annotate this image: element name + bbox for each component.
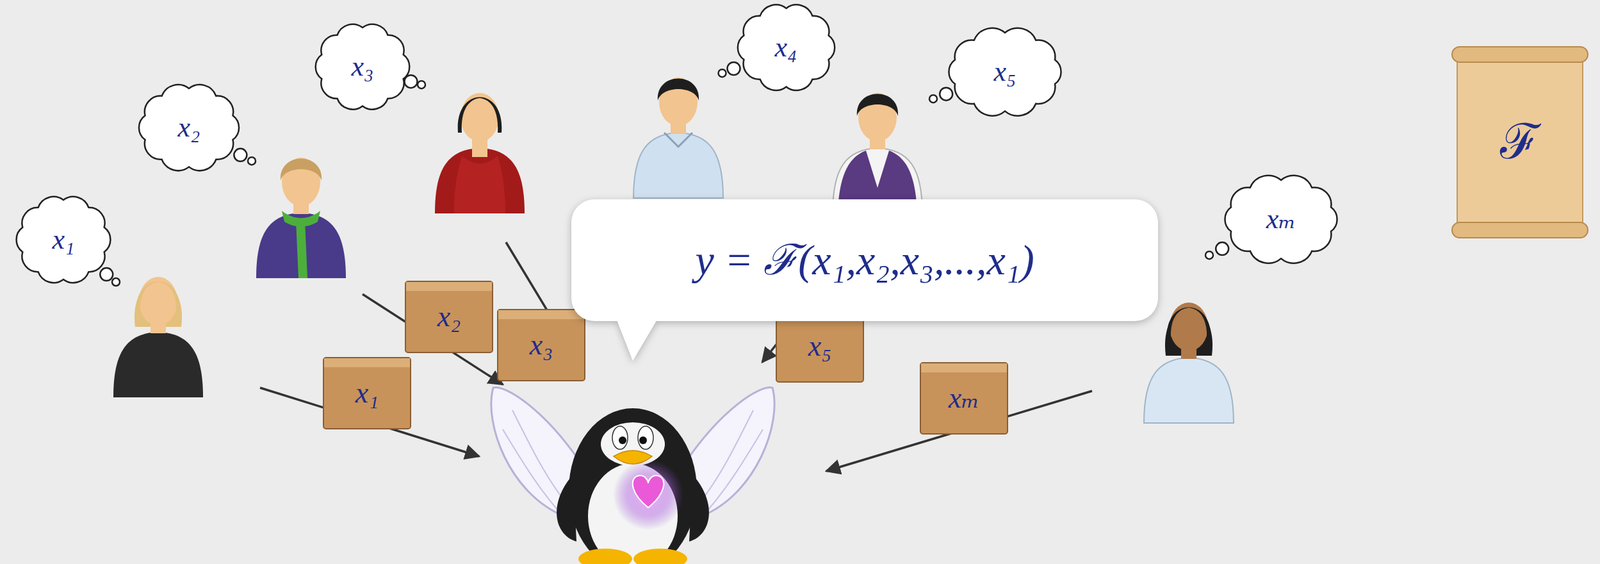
variable-label: xₘ: [1266, 203, 1297, 235]
cloud-outline: [737, 4, 834, 90]
input-package: x₃: [496, 308, 587, 382]
party-figure: [664, 132, 693, 147]
package-flap: [406, 281, 492, 291]
thought-tail: [233, 148, 247, 162]
thought-tail: [1215, 242, 1229, 255]
angel-penguin: [600, 422, 665, 466]
party-figure: [136, 281, 181, 314]
thought-bubble: x₃: [311, 19, 414, 115]
angel-penguin: [568, 408, 697, 564]
function-scroll: ℱ: [1449, 42, 1591, 242]
angel-penguin: [637, 425, 654, 449]
party-figure: [1143, 302, 1234, 423]
variable-label: x₂: [178, 112, 201, 143]
cloud-outline: [138, 84, 239, 171]
angel-penguin: [633, 548, 688, 564]
variable-label: xₘ: [948, 381, 980, 415]
party-figure: [633, 77, 724, 198]
thought-bubble: x₄: [733, 0, 840, 95]
party-figure: [633, 132, 724, 198]
angel-penguin: [612, 425, 628, 449]
thought-tail: [718, 69, 726, 77]
formula-text: y = ℱ(x₁,x₂,x₃,...,x₁): [694, 236, 1034, 284]
party-figure: [113, 331, 204, 398]
package-body: [497, 309, 585, 381]
party-figure: [832, 92, 923, 214]
party-figure: [454, 155, 506, 214]
cloud-outline: [16, 196, 111, 283]
party-figure: [434, 92, 525, 214]
package-flap: [921, 363, 1007, 373]
party-figure: [138, 276, 178, 326]
input-package: x₂: [404, 279, 494, 354]
thought-tail: [726, 62, 740, 75]
angel-penguin: [689, 473, 710, 542]
thought-bubble: x₁: [12, 191, 115, 288]
package-body: [405, 281, 493, 353]
cloud-outline: [315, 24, 410, 110]
angel-penguin: [491, 387, 775, 564]
thought-tail: [939, 87, 953, 100]
angel-penguin: [618, 436, 627, 444]
variable-label: x₃: [529, 328, 553, 362]
package-body: [920, 362, 1008, 434]
thought-tail: [417, 80, 426, 89]
party-figure: [1167, 307, 1212, 342]
package-flap: [324, 358, 410, 368]
input-package: xₘ: [919, 361, 1009, 435]
thought-tail: [404, 74, 417, 88]
party-figure: [113, 276, 204, 398]
angel-penguin: [632, 475, 665, 508]
package-body: [323, 357, 411, 429]
thought-tail: [247, 156, 256, 165]
variable-label: x₅: [808, 329, 832, 363]
angel-penguin: [702, 409, 763, 510]
party-figure: [281, 210, 321, 278]
parchment: [1457, 54, 1583, 230]
variable-label: ℱ: [1500, 115, 1541, 170]
angel-penguin: [556, 473, 577, 542]
angel-penguin: [612, 459, 684, 530]
party-figure: [857, 94, 898, 117]
package-flap: [776, 311, 863, 321]
thought-bubble: x₂: [134, 80, 244, 175]
package-flap: [498, 310, 585, 319]
party-figure: [434, 147, 525, 214]
cloud-outline: [1224, 175, 1337, 264]
variable-label: x₁: [355, 376, 379, 410]
variable-label: x₁: [52, 224, 75, 255]
angel-penguin: [639, 436, 647, 444]
speech-bubble: y = ℱ(x₁,x₂,x₃,...,x₁): [571, 199, 1159, 321]
thought-tail: [112, 277, 120, 286]
party-figure: [1169, 302, 1209, 352]
thought-bubble: xₘ: [1220, 171, 1342, 267]
angel-penguin: [502, 409, 564, 510]
scroll-roll: [1452, 46, 1588, 63]
package-body: [776, 310, 864, 382]
variable-label: x₅: [994, 56, 1017, 88]
party-figure: [1143, 357, 1234, 423]
thought-tail: [99, 267, 113, 281]
party-figure: [657, 78, 699, 102]
input-package: x₁: [322, 356, 412, 430]
thought-tail: [1205, 251, 1214, 259]
party-figure: [280, 158, 322, 182]
party-figure: [460, 92, 499, 142]
thought-bubble: x₅: [944, 24, 1066, 120]
variable-label: x₂: [437, 300, 461, 334]
cloud-outline: [948, 28, 1061, 116]
party-figure: [256, 157, 346, 278]
scroll-roll: [1452, 222, 1588, 238]
speech-body: [571, 199, 1159, 321]
party-figure: [457, 97, 503, 134]
thought-tail: [929, 94, 938, 103]
angel-penguin: [578, 548, 633, 564]
speech-tail: [616, 318, 658, 361]
variable-label: x₃: [351, 51, 375, 82]
variable-label: x₄: [775, 32, 798, 63]
